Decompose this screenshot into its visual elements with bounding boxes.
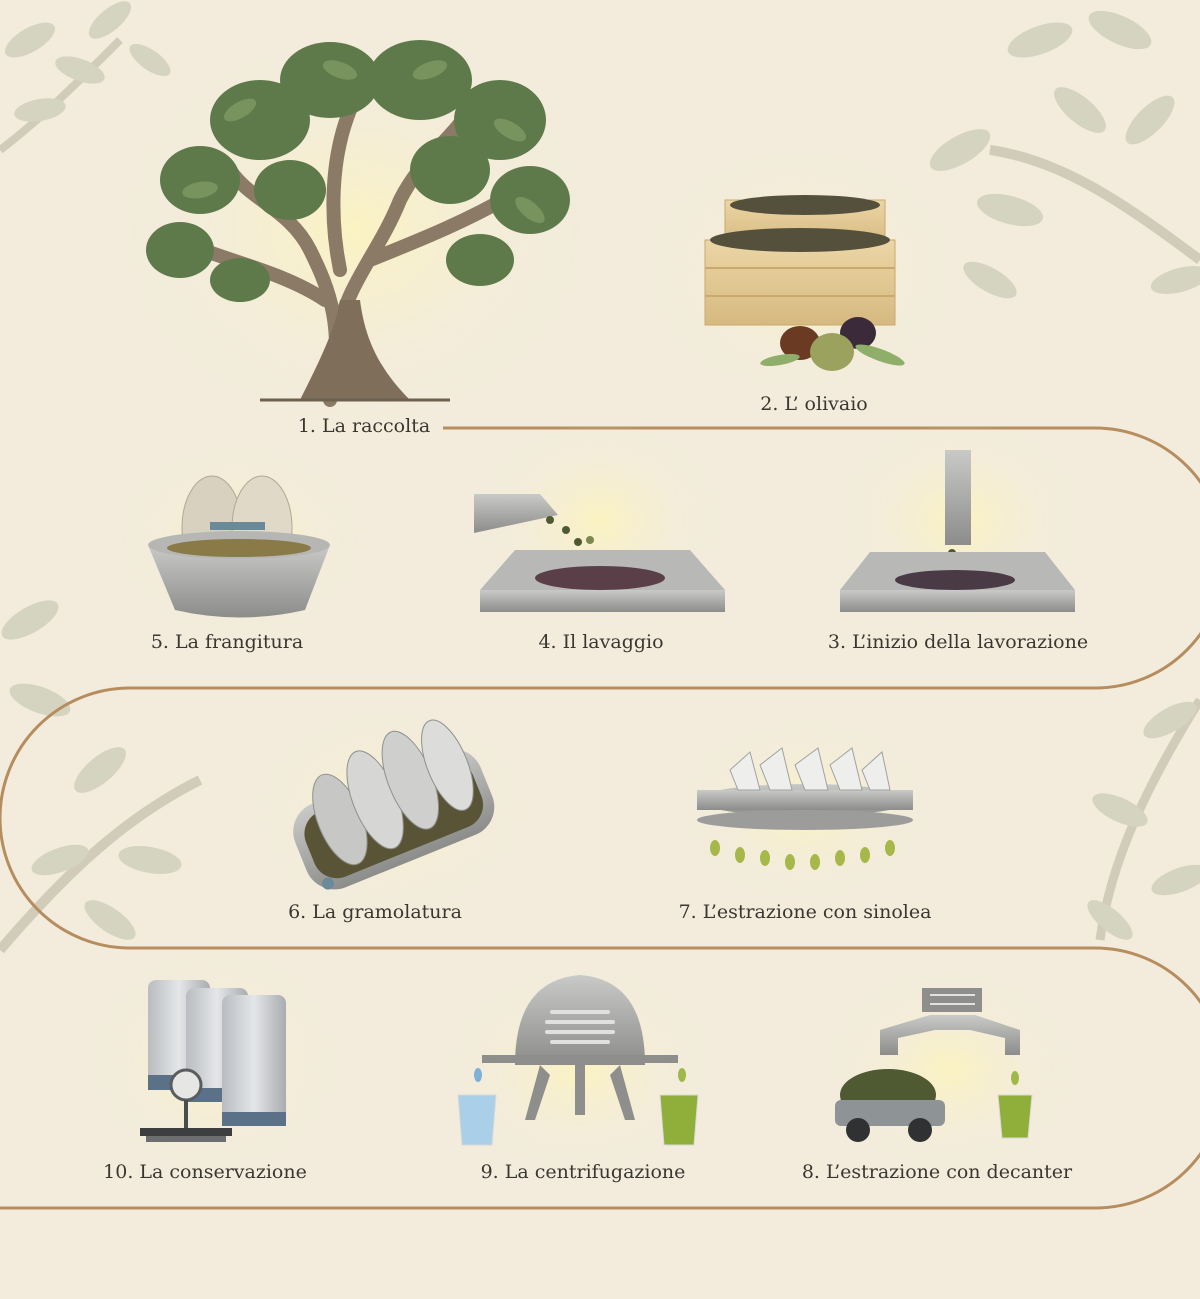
sinolea-icon [685, 720, 925, 900]
step-1-label: 1. La raccolta [298, 415, 430, 437]
step-8-label: 8. L’estrazione con decanter [802, 1161, 1073, 1183]
step-5-label: 5. La frangitura [151, 631, 303, 653]
step-2-label: 2. L’ olivaio [760, 393, 867, 415]
malaxer-icon [260, 710, 520, 910]
olive-tree-icon [125, 40, 585, 420]
storage-tanks-icon [95, 950, 335, 1170]
branch-top-right-icon [929, 10, 1200, 299]
step-4-label: 4. Il lavaggio [538, 631, 663, 653]
step-3-label: 3. L’inizio della lavorazione [828, 631, 1088, 653]
process-path [0, 426, 1200, 1210]
branch-top-left-icon [0, 1, 171, 154]
background-branches [0, 1, 1200, 954]
olive-crates-icon [650, 150, 950, 390]
washing-tray-icon [474, 420, 725, 620]
step-7-label: 7. L’estrazione con sinolea [679, 901, 932, 923]
step-6-label: 6. La gramolatura [288, 901, 462, 923]
millstone-icon [120, 445, 360, 635]
step-9-label: 9. La centrifugazione [481, 1161, 686, 1183]
centrifuge-icon [450, 970, 710, 1170]
branch-left-icon [0, 600, 203, 954]
branch-right-icon [1087, 697, 1200, 941]
step-10-label: 10. La conservazione [103, 1161, 307, 1183]
hopper-tray-icon [840, 420, 1080, 620]
decanter-icon [830, 970, 1070, 1170]
